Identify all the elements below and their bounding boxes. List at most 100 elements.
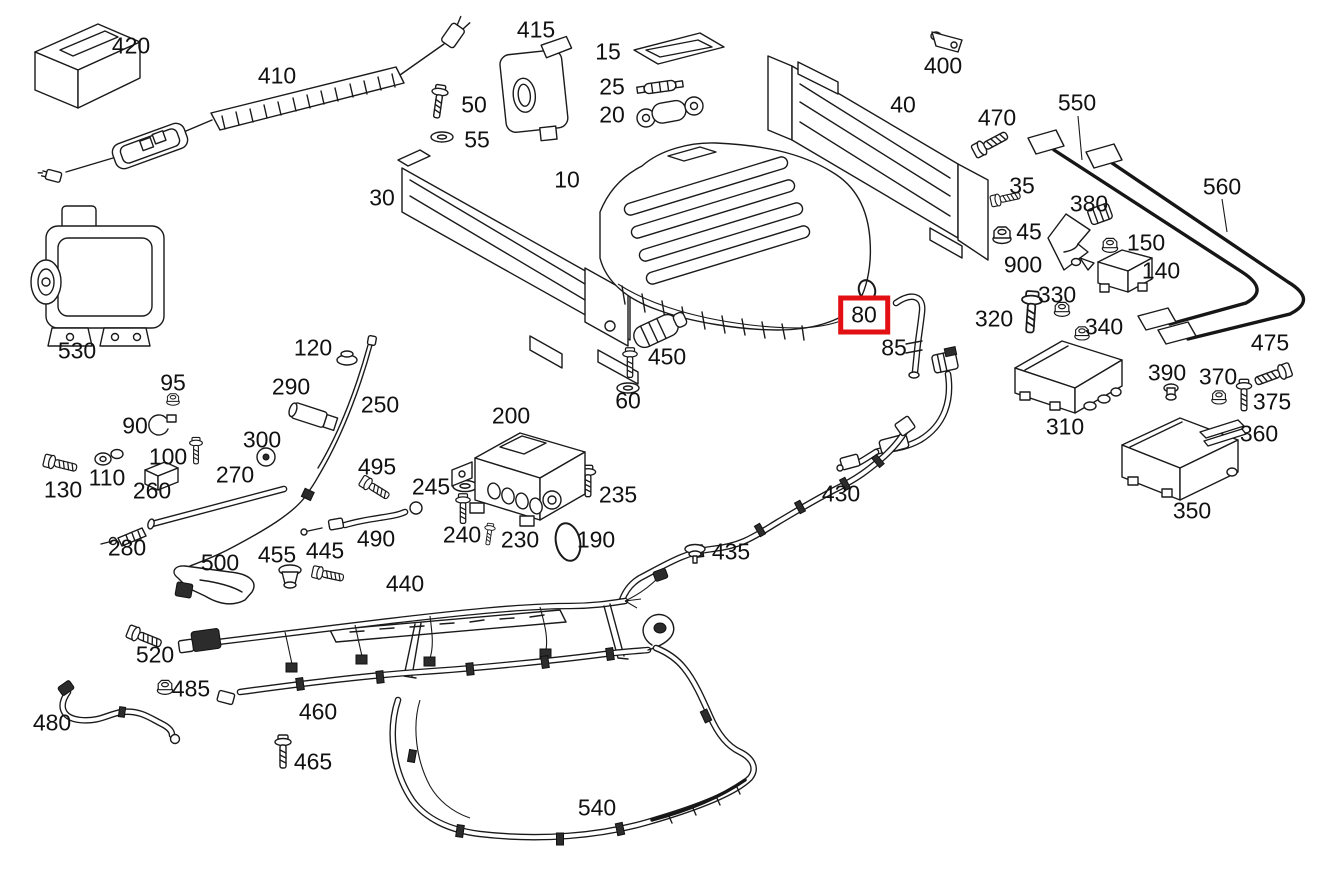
part-label-455[interactable]: 455 — [257, 541, 297, 568]
part-label-445[interactable]: 445 — [305, 537, 345, 564]
part-label-150[interactable]: 150 — [1126, 229, 1166, 256]
part-label-55[interactable]: 55 — [464, 126, 490, 153]
part-415-charge-socket-drawing — [499, 35, 573, 142]
part-450-bellows-drawing — [633, 311, 688, 349]
part-label-260[interactable]: 260 — [132, 477, 172, 504]
part-label-10[interactable]: 10 — [554, 166, 580, 193]
part-label-560[interactable]: 560 — [1202, 173, 1242, 200]
part-label-490[interactable]: 490 — [356, 525, 396, 552]
part-label-130[interactable]: 130 — [43, 476, 83, 503]
part-900-sheet-drawing — [1047, 213, 1091, 271]
part-label-270[interactable]: 270 — [215, 461, 255, 488]
part-260-clip-drawing — [144, 461, 179, 491]
part-label-430[interactable]: 430 — [821, 480, 861, 507]
part-label-495[interactable]: 495 — [357, 453, 397, 480]
part-300-washer-icon — [256, 447, 276, 467]
part-label-475[interactable]: 475 — [1250, 329, 1290, 356]
part-280-fitting-drawing — [100, 527, 147, 547]
part-label-50[interactable]: 50 — [461, 91, 487, 118]
part-label-60[interactable]: 60 — [615, 387, 641, 414]
part-15-gasket-drawing — [633, 32, 725, 65]
part-410-charge-cable-drawing — [37, 15, 471, 183]
part-label-480[interactable]: 480 — [32, 709, 72, 736]
part-label-280[interactable]: 280 — [107, 534, 147, 561]
part-500-bracket-drawing — [173, 565, 255, 605]
part-label-435[interactable]: 435 — [711, 538, 751, 565]
part-label-400[interactable]: 400 — [923, 52, 963, 79]
part-480-ground-cable-drawing — [57, 680, 181, 745]
part-label-235[interactable]: 235 — [598, 481, 638, 508]
part-430-coolant-pipe-drawing — [618, 415, 916, 604]
part-30-mounting-rail-drawing — [397, 149, 639, 385]
part-label-550[interactable]: 550 — [1057, 89, 1097, 116]
part-label-85[interactable]: 85 — [881, 334, 907, 361]
part-label-35[interactable]: 35 — [1009, 172, 1035, 199]
part-label-25[interactable]: 25 — [599, 73, 625, 100]
part-label-375[interactable]: 375 — [1252, 388, 1292, 415]
part-label-440[interactable]: 440 — [385, 570, 425, 597]
part-label-470[interactable]: 470 — [977, 104, 1017, 131]
part-label-370[interactable]: 370 — [1198, 363, 1238, 390]
part-550-hv-cable-drawing — [1027, 115, 1306, 345]
part-label-340[interactable]: 340 — [1084, 313, 1124, 340]
part-label-410[interactable]: 410 — [257, 62, 297, 89]
part-390-grommet-icon — [1163, 383, 1179, 401]
part-40-mounting-rail-drawing — [767, 55, 989, 261]
part-label-390[interactable]: 390 — [1147, 359, 1187, 386]
part-label-250[interactable]: 250 — [360, 391, 400, 418]
part-label-460[interactable]: 460 — [298, 698, 338, 725]
part-label-200[interactable]: 200 — [491, 402, 531, 429]
part-label-465[interactable]: 465 — [293, 748, 333, 775]
part-25-fuse-drawing — [636, 79, 684, 95]
part-label-30[interactable]: 30 — [369, 184, 395, 211]
part-label-330[interactable]: 330 — [1037, 281, 1077, 308]
part-label-40[interactable]: 40 — [890, 91, 916, 118]
part-label-450[interactable]: 450 — [647, 343, 687, 370]
part-label-540[interactable]: 540 — [577, 794, 617, 821]
part-label-245[interactable]: 245 — [411, 473, 451, 500]
part-label-45[interactable]: 45 — [1016, 218, 1042, 245]
part-490-cable-drawing — [300, 501, 423, 536]
part-label-900[interactable]: 900 — [1003, 251, 1043, 278]
part-90-clamp-icon — [148, 414, 177, 436]
part-label-300[interactable]: 300 — [242, 426, 282, 453]
part-10-hv-battery-drawing — [599, 142, 872, 341]
part-label-500[interactable]: 500 — [200, 549, 240, 576]
part-label-320[interactable]: 320 — [974, 305, 1014, 332]
part-label-350[interactable]: 350 — [1172, 497, 1212, 524]
part-label-415[interactable]: 415 — [516, 16, 556, 43]
part-110-washer-icon — [94, 448, 124, 466]
part-label-230[interactable]: 230 — [500, 526, 540, 553]
part-label-20[interactable]: 20 — [599, 101, 625, 128]
part-label-190[interactable]: 190 — [576, 526, 616, 553]
part-380-grommet-drawing — [1087, 202, 1113, 226]
part-label-240[interactable]: 240 — [442, 521, 482, 548]
part-label-420[interactable]: 420 — [111, 32, 151, 59]
part-label-380[interactable]: 380 — [1069, 190, 1109, 217]
part-label-360[interactable]: 360 — [1239, 420, 1279, 447]
part-540-harness-loop-drawing — [389, 644, 757, 846]
part-label-310[interactable]: 310 — [1045, 413, 1085, 440]
part-label-80-highlighted[interactable]: 80 — [838, 295, 890, 335]
part-label-530[interactable]: 530 — [57, 337, 97, 364]
part-420-box-drawing — [34, 23, 141, 109]
part-85-vent-hose-drawing — [892, 293, 926, 379]
part-140-control-module-drawing — [1070, 249, 1153, 293]
part-label-110[interactable]: 110 — [88, 464, 126, 491]
part-label-485[interactable]: 485 — [171, 675, 211, 702]
part-460-harness-drawing — [216, 613, 675, 706]
part-530-mount-drawing — [30, 205, 165, 347]
part-label-15[interactable]: 15 — [595, 38, 621, 65]
part-label-290[interactable]: 290 — [271, 373, 311, 400]
part-label-90[interactable]: 90 — [122, 412, 148, 439]
part-label-100[interactable]: 100 — [148, 443, 188, 470]
part-290-valve-drawing — [288, 402, 339, 432]
part-label-120[interactable]: 120 — [293, 334, 333, 361]
part-200-dcdc-converter-drawing — [451, 432, 586, 527]
part-label-95[interactable]: 95 — [160, 369, 186, 396]
part-455-grommet-icon — [278, 564, 302, 589]
part-label-140[interactable]: 140 — [1141, 257, 1181, 284]
part-label-520[interactable]: 520 — [135, 641, 175, 668]
